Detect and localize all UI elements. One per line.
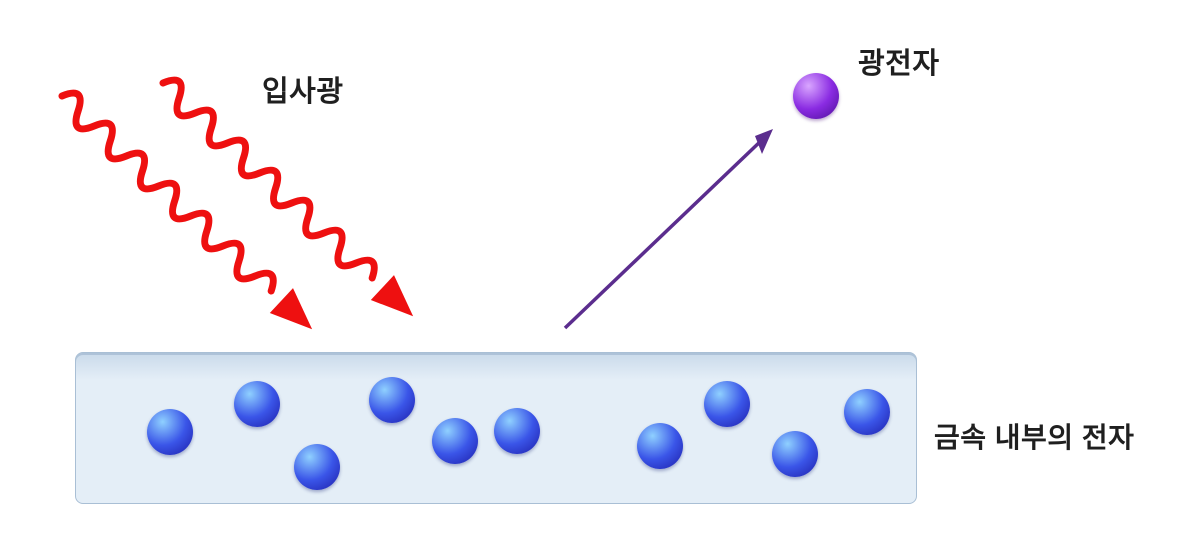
electron-sphere: [369, 377, 415, 423]
electron-sphere: [432, 418, 478, 464]
incident-light-label: 입사광: [262, 76, 344, 108]
photoelectron-label: 광전자: [858, 48, 940, 80]
electron-sphere: [844, 389, 890, 435]
electron-sphere: [147, 409, 193, 455]
electron-sphere: [234, 381, 280, 427]
metal-electrons-label: 금속 내부의 전자: [934, 422, 1135, 453]
electron-sphere: [704, 381, 750, 427]
electron-sphere: [294, 444, 340, 490]
electron-sphere: [637, 423, 683, 469]
photoelectron-arrow-icon: [563, 129, 773, 330]
photoelectron-sphere: [793, 73, 839, 119]
incident-light-wave-icon: [58, 89, 313, 330]
incident-light-wave-icon: [159, 76, 414, 317]
electron-sphere: [772, 431, 818, 477]
electron-sphere: [494, 408, 540, 454]
